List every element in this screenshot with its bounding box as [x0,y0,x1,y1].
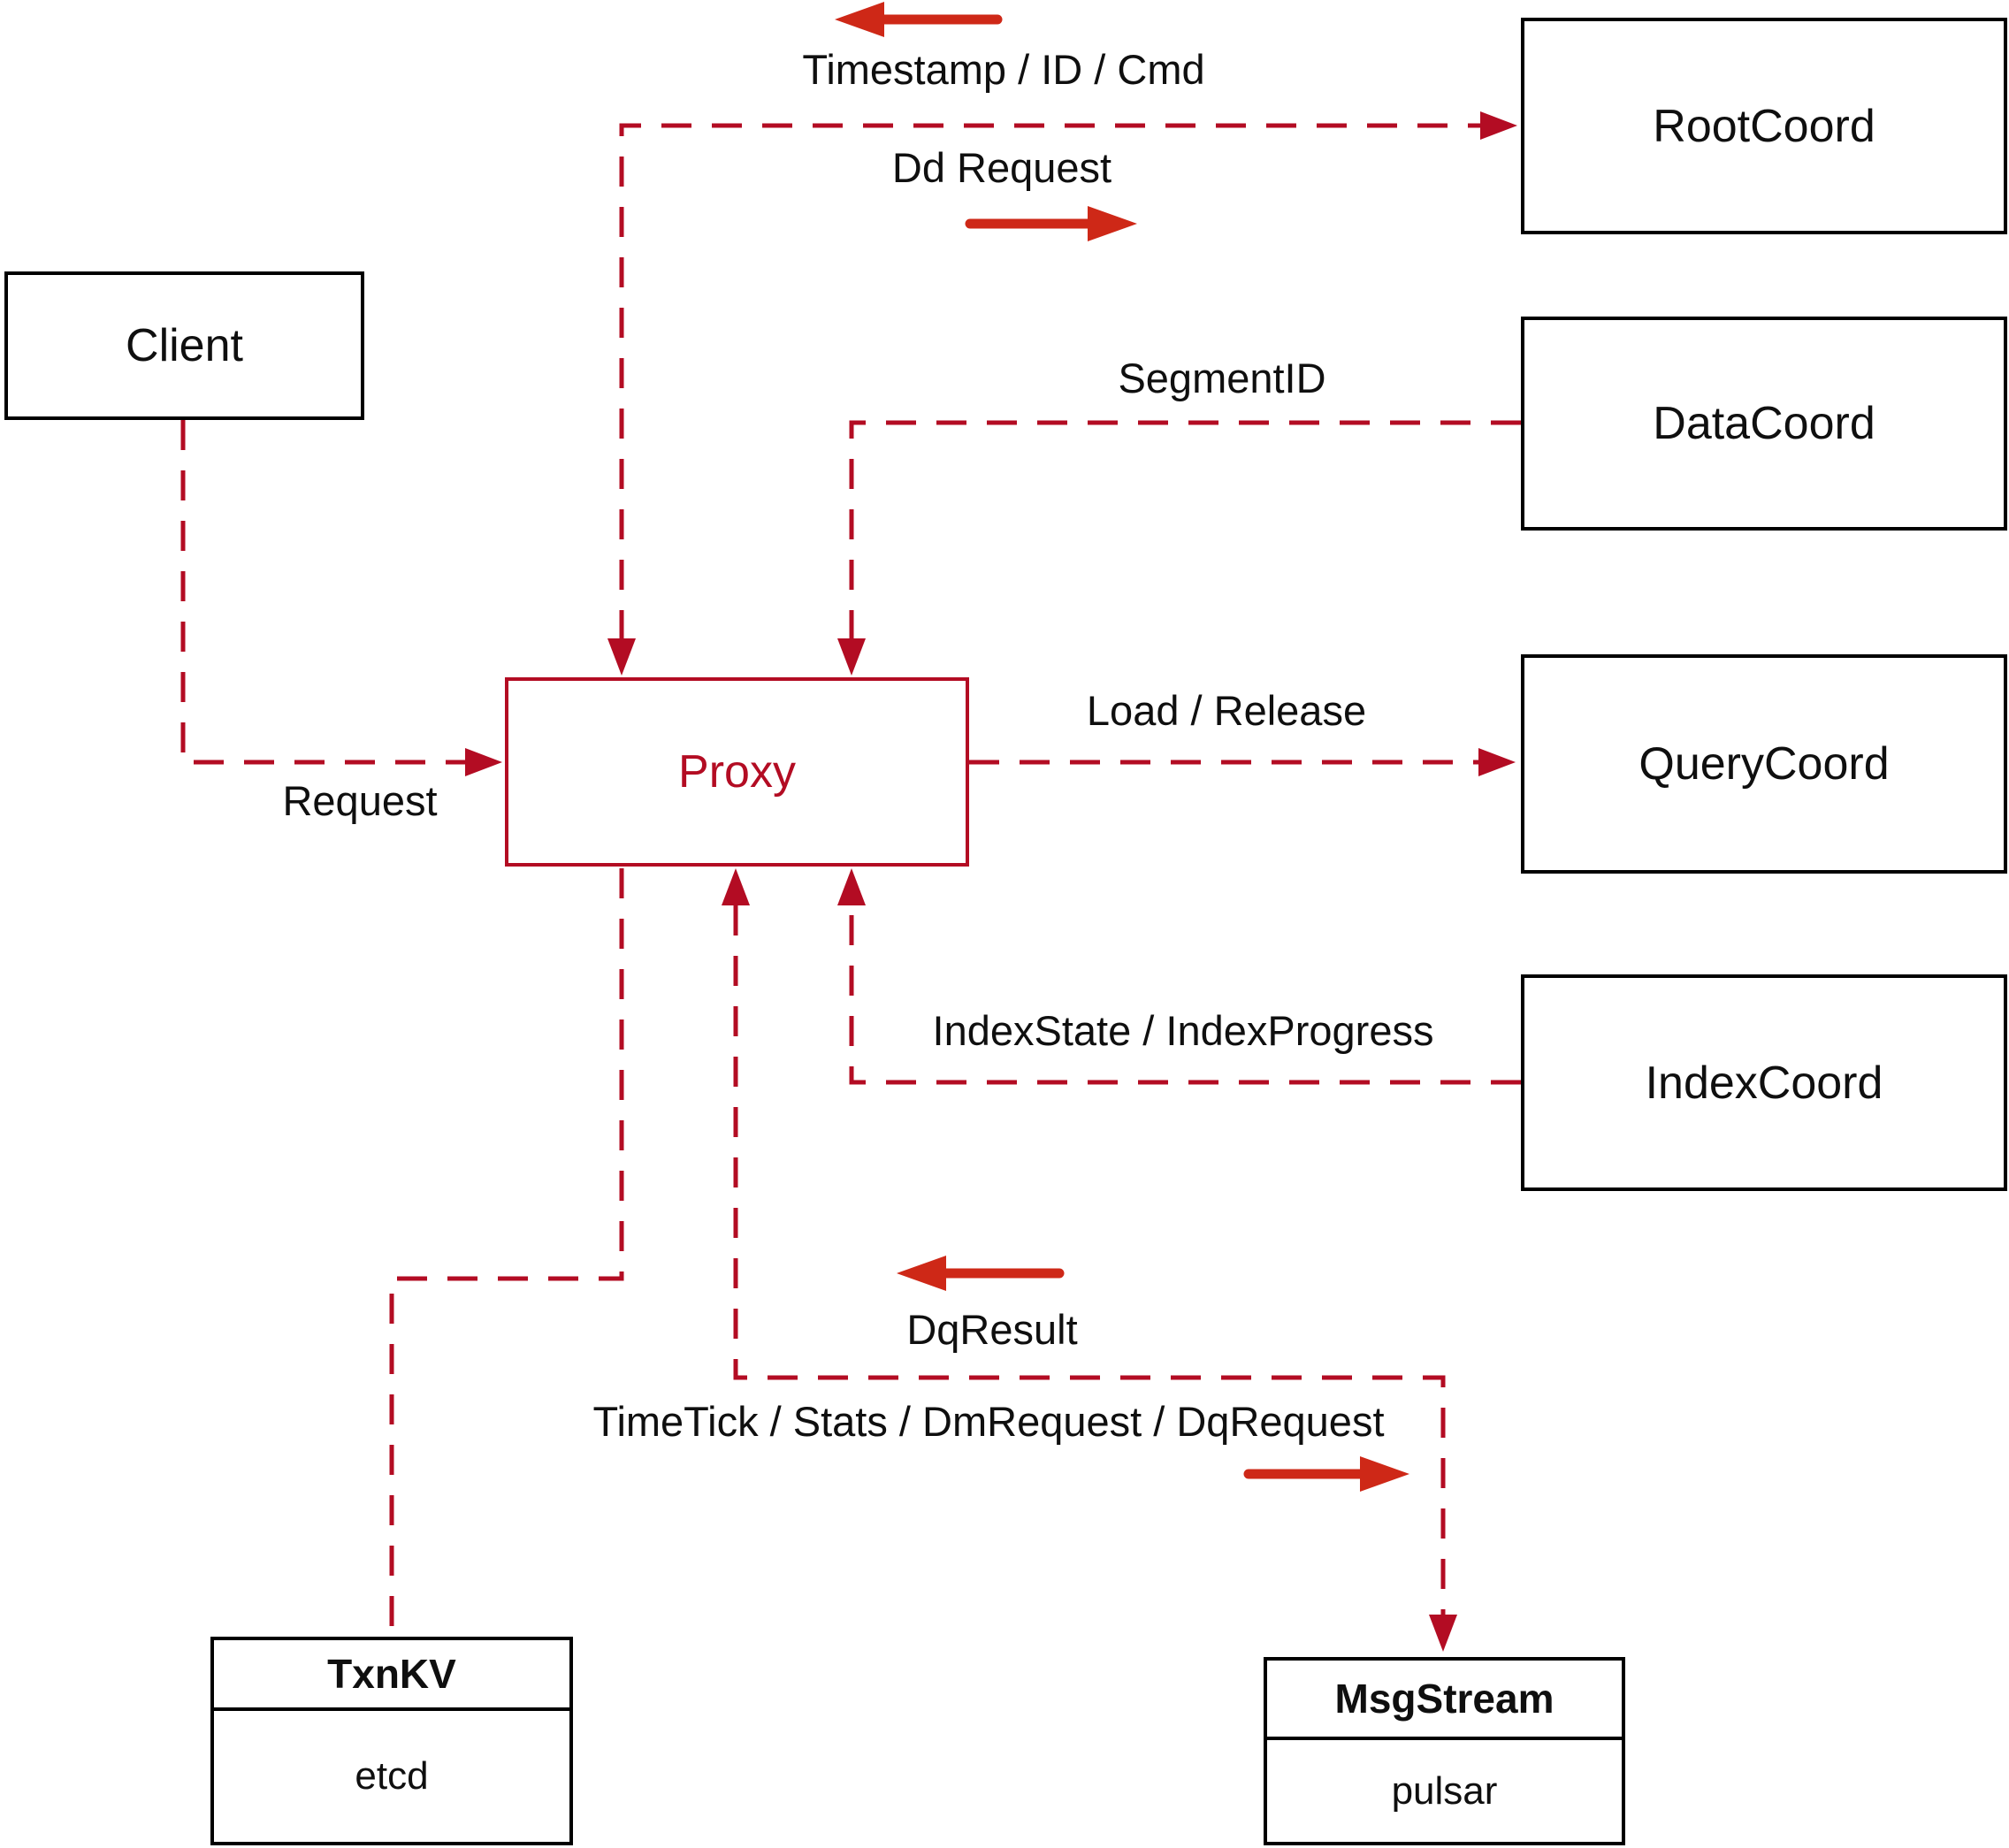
arrowhead-into-msgstream [1429,1615,1457,1652]
edge-proxy-msgstream [733,905,1446,1615]
node-client: Client [4,271,364,420]
edge-datacoord-proxy [849,420,1521,640]
node-rootcoord: RootCoord [1521,18,2007,234]
edge-arrowheads [465,111,1517,1652]
node-indexcoord: IndexCoord [1521,974,2007,1191]
txnkv-title: TxnKV [214,1640,569,1711]
txnkv-impl: etcd [355,1754,429,1798]
edge-label-index-state-progress: IndexState / IndexProgress [932,1007,1434,1054]
arrowhead-into-rootcoord [1480,111,1517,140]
node-msgstream: MsgStream pulsar [1264,1657,1625,1845]
arrowhead-into-proxy-top-right [837,638,866,676]
msgstream-title: MsgStream [1267,1661,1622,1740]
node-proxy-label: Proxy [678,746,796,798]
node-proxy: Proxy [505,677,969,867]
node-indexcoord-label: IndexCoord [1645,1057,1883,1109]
edge-proxy-txnkv [389,868,624,1635]
right-arrow-head-timetick [1360,1456,1409,1492]
edge-label-segment-id: SegmentID [1118,355,1326,401]
arrowhead-into-querycoord [1478,748,1516,776]
edge-label-dd-request: Dd Request [891,144,1112,191]
left-arrow-head-timestamp [835,2,884,37]
node-querycoord-label: QueryCoord [1639,738,1890,790]
direction-annotation-arrows [835,2,1409,1492]
edge-indexcoord-proxy [849,905,1521,1085]
right-arrow-head-ddrequest [1088,206,1137,241]
edge-label-time-tick-stats: TimeTick / Stats / DmRequest / DqRequest [592,1398,1385,1445]
edge-client-proxy [180,420,465,765]
arrowhead-into-proxy-bottom-mid [722,868,750,905]
arrowhead-into-proxy-left [465,748,502,776]
node-datacoord: DataCoord [1521,317,2007,531]
edge-proxy-rootcoord [619,123,1482,640]
node-querycoord: QueryCoord [1521,654,2007,874]
edge-label-request: Request [282,777,438,824]
left-arrow-head-dqresult [897,1256,946,1291]
edge-label-dq-result: DqResult [906,1306,1078,1353]
msgstream-impl: pulsar [1391,1768,1498,1813]
node-client-label: Client [126,320,243,371]
edge-label-timestamp-id-cmd: Timestamp / ID / Cmd [802,46,1205,93]
node-rootcoord-label: RootCoord [1653,100,1875,152]
edge-label-load-release: Load / Release [1086,687,1367,734]
node-txnkv: TxnKV etcd [210,1637,573,1845]
node-datacoord-label: DataCoord [1653,398,1875,449]
arrowhead-into-proxy-top-left [607,638,636,676]
arrowhead-into-proxy-bottom-right [837,868,866,905]
